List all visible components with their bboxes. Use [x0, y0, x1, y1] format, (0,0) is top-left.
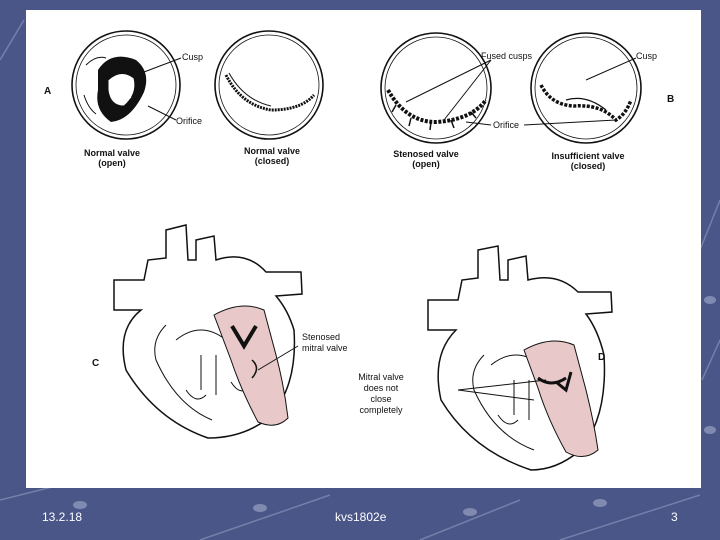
footer-date: 13.2.18: [42, 510, 83, 524]
panel-d-label: D: [598, 352, 605, 363]
cusp-label-a: Cusp: [182, 52, 203, 62]
valve-1-state: (open): [98, 158, 126, 168]
valve-3-title: Stenosed valve: [393, 149, 459, 159]
stenosed-label-line-1: Stenosed: [302, 332, 340, 342]
valve-2-title: Normal valve: [244, 146, 300, 156]
mitral-label-line-1: Mitral valve: [358, 372, 404, 382]
valve-3-state: (open): [412, 159, 440, 169]
normal-valve-open: [83, 56, 147, 122]
stenosed-label-line-2: mitral valve: [302, 343, 348, 353]
panel-c-label: C: [92, 358, 99, 369]
orifice-label-a: Orifice: [176, 116, 202, 126]
panel-a-label: A: [44, 86, 51, 97]
fused-cusps-label: Fused cusps: [481, 51, 533, 61]
orifice-label-b: Orifice: [493, 120, 519, 130]
footer-author: kvs1802e: [335, 510, 387, 524]
valve-1-title: Normal valve: [84, 148, 140, 158]
footer-page-number: 3: [671, 510, 678, 524]
panel-b-label: B: [667, 94, 674, 105]
valve-2-state: (closed): [255, 156, 290, 166]
mitral-label-line-2: does not: [364, 383, 399, 393]
valve-4-state: (closed): [571, 161, 606, 171]
mitral-label-line-4: completely: [359, 405, 403, 415]
heart-valve-illustration: A B Cusp Orifice Fused cusps Cusp Orific…: [26, 10, 701, 488]
cusp-label-b: Cusp: [636, 51, 657, 61]
mitral-label-line-3: close: [370, 394, 391, 404]
valve-4-title: Insufficient valve: [551, 151, 624, 161]
